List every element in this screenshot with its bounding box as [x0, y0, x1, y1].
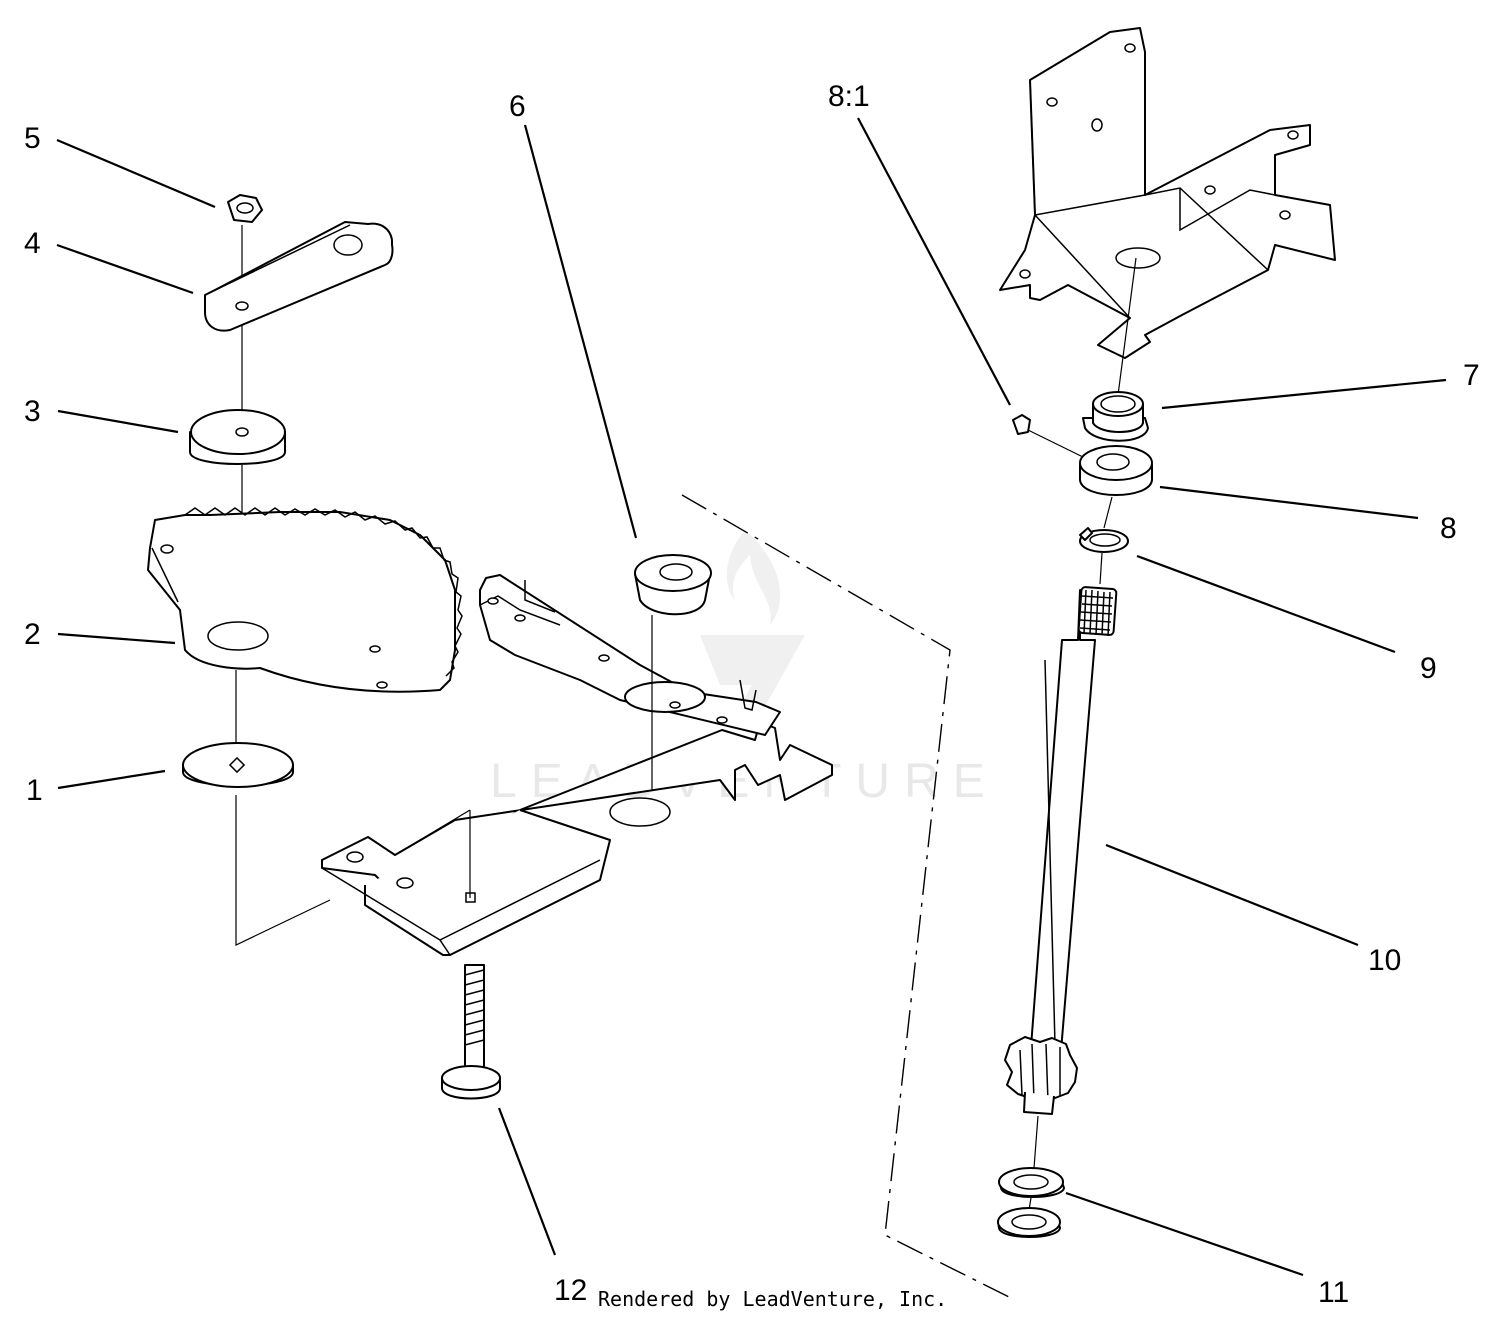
leader-3 — [57, 409, 179, 434]
watermark-flame-icon — [726, 530, 781, 625]
washers-part-11 — [997, 1167, 1065, 1238]
washer-part-1 — [182, 742, 294, 788]
nut-part-5 — [227, 194, 263, 223]
bushing-part-6 — [634, 554, 712, 616]
upper-mount-bracket — [999, 27, 1336, 396]
leader-8-1 — [857, 117, 1011, 406]
callout-5: 5 — [24, 122, 41, 155]
phantom-group-line — [681, 494, 1016, 1301]
leader-11 — [1065, 1191, 1304, 1277]
callout-4: 4 — [24, 227, 41, 260]
leader-2 — [57, 632, 176, 645]
sector-gear-part-2 — [147, 507, 463, 693]
callout-10: 10 — [1368, 944, 1401, 977]
leader-4 — [56, 243, 194, 295]
right-assembly — [997, 27, 1336, 1238]
link-plate-part-4 — [204, 221, 394, 332]
callout-labels: 5 4 3 2 1 6 8:1 7 8 9 10 11 12 — [24, 80, 1480, 1309]
leader-1 — [57, 769, 166, 790]
leader-5 — [56, 138, 216, 209]
callout-11: 11 — [1318, 1276, 1349, 1309]
bearing-part-8 — [1079, 445, 1153, 496]
flange-bushing-part-7 — [1082, 391, 1149, 442]
leader-12 — [497, 1107, 557, 1256]
render-credit: Rendered by LeadVenture, Inc. — [598, 1287, 947, 1311]
grease-fitting-part-8-1 — [1012, 414, 1086, 459]
retaining-ring-part-9 — [1079, 527, 1129, 553]
spacer-part-3 — [189, 409, 286, 465]
stack-axis-to-bracket — [235, 795, 331, 946]
callout-1: 1 — [26, 774, 43, 807]
callout-2: 2 — [24, 618, 41, 651]
leader-lines — [56, 117, 1447, 1277]
callout-12: 12 — [554, 1274, 587, 1307]
callout-7: 7 — [1463, 359, 1480, 392]
callout-8-1: 8:1 — [828, 80, 870, 113]
leader-9 — [1136, 554, 1396, 654]
steering-shaft-part-10 — [1004, 586, 1118, 1115]
steering-arm — [479, 574, 781, 790]
callout-6: 6 — [509, 90, 526, 123]
carriage-bolt-part-12 — [441, 964, 501, 1100]
callout-8: 8 — [1440, 512, 1457, 545]
leader-10 — [1105, 843, 1359, 947]
callout-9: 9 — [1420, 652, 1437, 685]
callout-3: 3 — [24, 395, 41, 428]
lower-bracket — [321, 721, 833, 956]
watermark-logo-icon — [700, 635, 805, 715]
leader-7 — [1161, 378, 1447, 410]
leader-8 — [1159, 485, 1419, 520]
left-assembly — [147, 194, 833, 1100]
leader-6 — [523, 124, 638, 539]
